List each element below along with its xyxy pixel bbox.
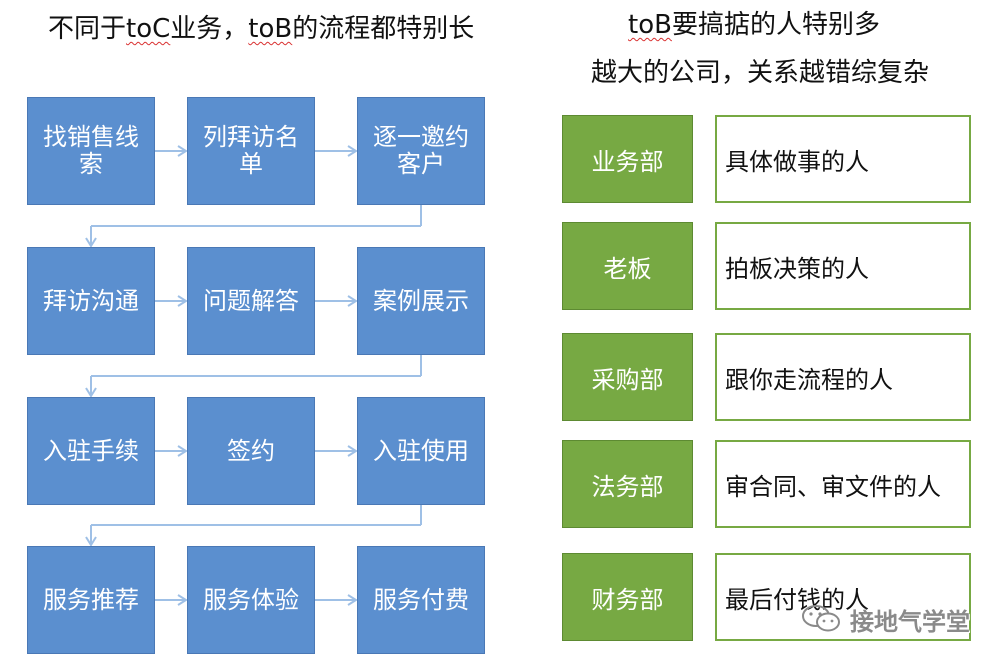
department-box: 法务部 <box>562 440 693 528</box>
flow-arrowhead <box>85 536 97 547</box>
role-box: 跟你走流程的人 <box>715 333 971 421</box>
department-box: 业务部 <box>562 115 693 203</box>
flow-arrowhead <box>347 295 358 307</box>
department-box: 采购部 <box>562 333 693 421</box>
flow-step: 问题解答 <box>187 247 315 355</box>
role-box: 审合同、审文件的人 <box>715 440 971 528</box>
right-title-line1: toB要搞掂的人特别多 <box>628 12 880 38</box>
watermark-text: 接地气学堂 <box>850 607 970 636</box>
flow-arrowhead <box>177 445 188 457</box>
flow-arrowhead <box>347 145 358 157</box>
flow-step: 案例展示 <box>357 247 485 355</box>
right-title-tob: toB <box>628 10 672 40</box>
left-title: 不同于toC业务，toB的流程都特别长 <box>48 16 474 42</box>
flow-arrowhead <box>347 594 358 606</box>
flow-step: 列拜访名单 <box>187 97 315 205</box>
flow-arrowhead <box>177 145 188 157</box>
department-box: 老板 <box>562 222 693 310</box>
flow-arrowhead <box>177 295 188 307</box>
flow-step: 拜访沟通 <box>27 247 155 355</box>
department-box: 财务部 <box>562 553 693 641</box>
flow-step: 逐一邀约客户 <box>357 97 485 205</box>
flow-step: 入驻手续 <box>27 397 155 505</box>
left-title-prefix: 不同于 <box>48 14 127 44</box>
flow-arrowhead <box>177 594 188 606</box>
flow-arrowhead <box>347 445 358 457</box>
flow-arrowhead <box>85 237 97 248</box>
role-box: 拍板决策的人 <box>715 222 971 310</box>
flow-arrowhead <box>85 387 97 398</box>
left-title-tob: toB <box>248 14 293 44</box>
right-title-line1-rest: 要搞掂的人特别多 <box>671 10 880 40</box>
role-box: 具体做事的人 <box>715 115 971 203</box>
flow-step: 找销售线索 <box>27 97 155 205</box>
flow-step: 服务推荐 <box>27 546 155 654</box>
watermark: 接地气学堂 <box>800 601 970 637</box>
flow-step: 服务付费 <box>357 546 485 654</box>
flow-step: 入驻使用 <box>357 397 485 505</box>
role-box: 最后付钱的人 <box>715 553 971 641</box>
left-title-toc: toC <box>126 14 171 44</box>
wechat-icon <box>802 605 840 632</box>
flow-step: 签约 <box>187 397 315 505</box>
flow-step: 服务体验 <box>187 546 315 654</box>
left-title-middle: 业务， <box>170 14 249 44</box>
right-title-line2: 越大的公司，关系越错综复杂 <box>591 58 930 88</box>
left-title-suffix: 的流程都特别长 <box>292 14 475 44</box>
